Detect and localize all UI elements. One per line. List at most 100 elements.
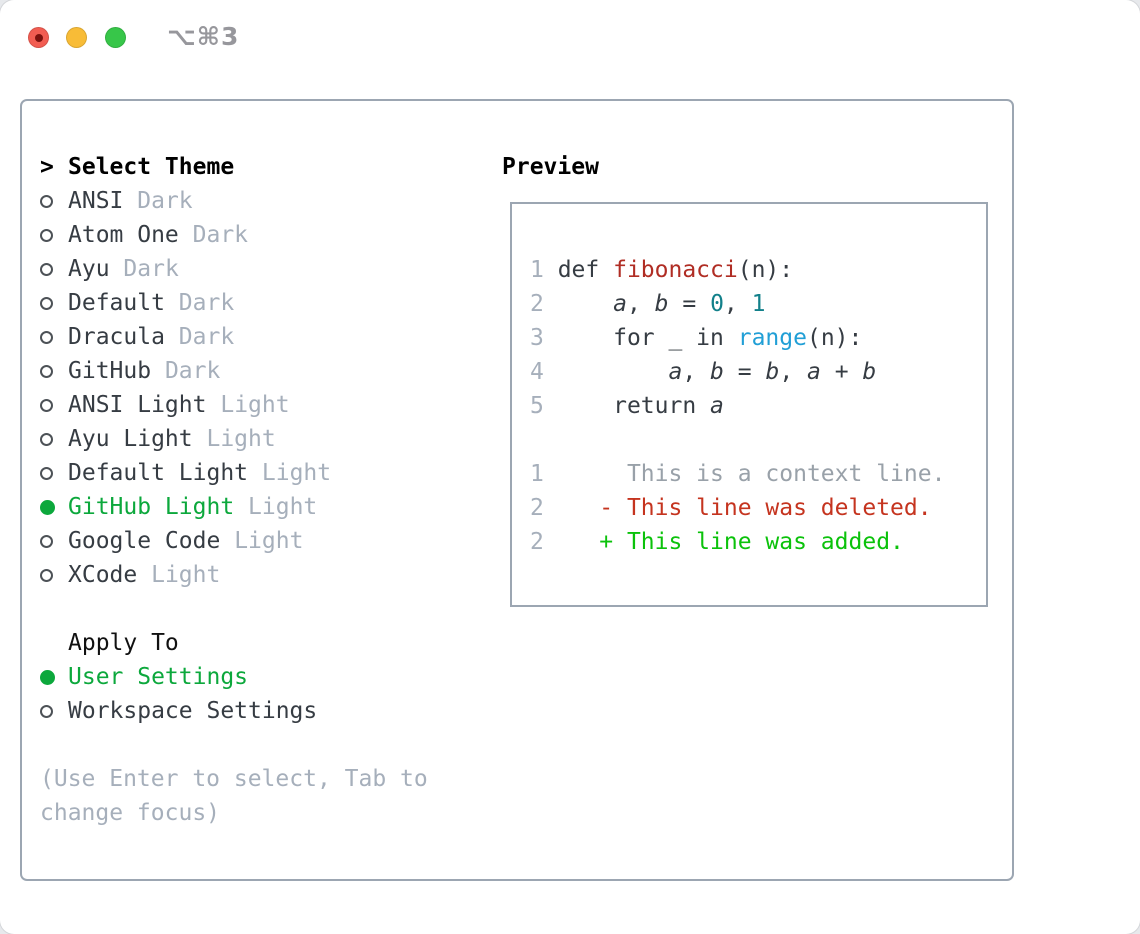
- line-number: 2: [530, 495, 544, 521]
- theme-variant-tag: Dark: [178, 290, 235, 316]
- minimize-button[interactable]: [66, 27, 87, 48]
- radio-unselected-icon: [40, 568, 68, 582]
- code-token-code: [558, 359, 669, 385]
- theme-option-default[interactable]: Default Dark: [40, 286, 480, 320]
- preview-title: Preview: [502, 154, 599, 180]
- theme-option-atom-one[interactable]: Atom One Dark: [40, 218, 480, 252]
- titlebar: ⌥⌘3: [0, 0, 1140, 74]
- theme-variant-tag: Dark: [192, 222, 249, 248]
- radio-unselected-icon: [40, 194, 68, 208]
- zoom-button[interactable]: [105, 27, 126, 48]
- code-line: 2 a, b = 0, 1: [530, 287, 986, 321]
- code-token-code: ,: [626, 291, 655, 317]
- line-number: 1: [530, 461, 544, 487]
- theme-variant-tag: Light: [261, 460, 332, 486]
- code-token-var: b: [654, 291, 669, 317]
- code-token-var: a: [613, 291, 627, 317]
- theme-variant-tag: Dark: [164, 358, 221, 384]
- line-number: 4: [530, 359, 558, 385]
- hint-text: (Use Enter to select, Tab to change focu…: [40, 766, 428, 826]
- code-token-code: +: [820, 359, 863, 385]
- theme-name: Default: [68, 290, 165, 316]
- apply-option-workspace-settings[interactable]: Workspace Settings: [40, 694, 480, 728]
- theme-name: Atom One: [68, 222, 179, 248]
- line-number: 1: [530, 257, 558, 283]
- theme-variant-tag: Dark: [137, 188, 193, 214]
- line-number: 2: [530, 529, 544, 555]
- code-token-code: ,: [723, 291, 752, 317]
- blank-line: [530, 423, 986, 457]
- code-line: 3 for _ in range(n):: [530, 321, 986, 355]
- diff-text: + This line was added.: [543, 529, 904, 555]
- theme-variant-tag: Light: [206, 426, 276, 452]
- radio-unselected-icon: [40, 296, 68, 310]
- line-number: 3: [530, 325, 558, 351]
- diff-text: - This line was deleted.: [543, 495, 932, 521]
- apply-option-label: User Settings: [68, 664, 249, 690]
- theme-name: Ayu Light: [68, 426, 193, 452]
- window-shortcut-label: ⌥⌘3: [167, 22, 240, 51]
- line-number: 5: [530, 393, 558, 419]
- code-line: 5 return a: [530, 389, 986, 423]
- line-number: 2: [530, 291, 558, 317]
- preview-section: Preview 1 def fibonacci(n):2 a, b = 0, 1…: [502, 150, 988, 607]
- theme-name: XCode: [68, 562, 138, 588]
- close-button[interactable]: [28, 27, 49, 48]
- diff-line-context: 1 This is a context line.: [530, 457, 986, 491]
- code-token-var: b: [862, 359, 877, 385]
- theme-name: Default Light: [68, 460, 249, 486]
- code-token-var: a: [807, 359, 821, 385]
- code-token-code: (n):: [737, 257, 794, 283]
- theme-option-ayu-light[interactable]: Ayu Light Light: [40, 422, 480, 456]
- apply-option-label: Workspace Settings: [68, 698, 318, 724]
- code-token-func: fibonacci: [613, 257, 738, 283]
- radio-unselected-icon: [40, 364, 68, 378]
- radio-selected-icon: [40, 499, 68, 515]
- diff-line-added: 2 + This line was added.: [530, 525, 986, 559]
- spacer: [40, 728, 480, 762]
- theme-variant-tag: Dark: [178, 324, 235, 350]
- apply-to-title: Apply To: [68, 630, 179, 656]
- theme-option-ansi[interactable]: ANSI Dark: [40, 184, 480, 218]
- code-token-builtin: range: [737, 325, 807, 351]
- code-token-code: def: [557, 257, 614, 283]
- close-dot-icon: [34, 33, 43, 42]
- code-token-code: for _ in: [557, 325, 738, 351]
- code-line: 1 def fibonacci(n):: [530, 253, 986, 287]
- apply-to-header: Apply To: [40, 626, 480, 660]
- code-token-code: =: [723, 359, 766, 385]
- radio-unselected-icon: [40, 704, 68, 718]
- select-theme-title: Select Theme: [68, 154, 235, 180]
- diff-line-deleted: 2 - This line was deleted.: [530, 491, 986, 525]
- theme-option-xcode[interactable]: XCode Light: [40, 558, 480, 592]
- radio-unselected-icon: [40, 398, 68, 412]
- select-theme-header: > Select Theme: [40, 150, 480, 184]
- theme-variant-tag: Dark: [123, 256, 179, 282]
- theme-variant-tag: Light: [220, 392, 290, 418]
- code-token-num: 1: [751, 291, 766, 317]
- code-token-code: ,: [682, 359, 711, 385]
- code-token-code: return: [557, 393, 711, 419]
- radio-unselected-icon: [40, 432, 68, 446]
- cursor-caret: >: [40, 154, 54, 180]
- code-token-num: 0: [710, 291, 724, 317]
- code-token-var: a: [710, 393, 724, 419]
- apply-option-user-settings[interactable]: User Settings: [40, 660, 480, 694]
- code-token-var: b: [710, 359, 724, 385]
- theme-variant-tag: Light: [151, 562, 221, 588]
- theme-name: ANSI: [68, 188, 124, 214]
- code-token-var: a: [668, 359, 683, 385]
- theme-option-default-light[interactable]: Default Light Light: [40, 456, 480, 490]
